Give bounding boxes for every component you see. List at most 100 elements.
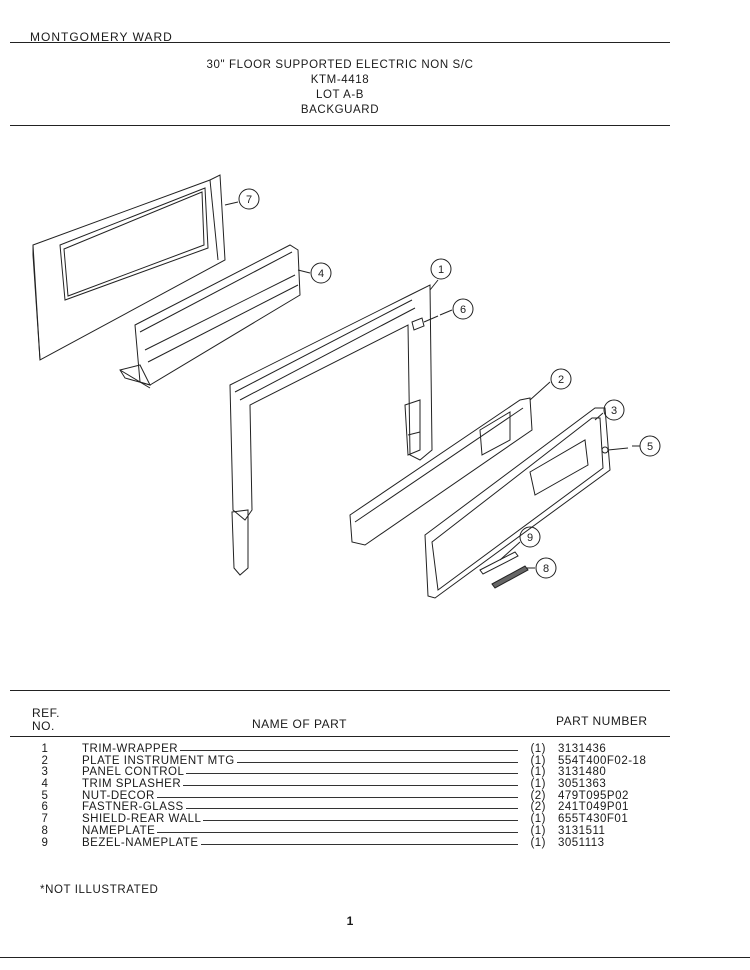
- callout-7: 7: [238, 188, 260, 210]
- part-number: 3051113: [558, 836, 605, 849]
- callout-1: 1: [430, 258, 452, 280]
- callout-6: 6: [452, 298, 474, 320]
- parts-row: 2 PLATE INSTRUMENT MTG (1) 554T400F02-18: [30, 754, 670, 768]
- part-1-trim-wrapper: [229, 284, 433, 576]
- no-header: NO.: [32, 719, 55, 733]
- top-rule: [10, 42, 670, 43]
- svg-text:6: 6: [460, 304, 466, 316]
- svg-text:4: 4: [318, 268, 324, 280]
- parts-list: 1 TRIM-WRAPPER (1) 3131436 2 PLATE INSTR…: [30, 743, 670, 850]
- part-4-trim-splasher: [119, 244, 301, 389]
- bottom-rule: [0, 957, 750, 958]
- document-title-block: 30" FLOOR SUPPORTED ELECTRIC NON S/C KTM…: [0, 58, 680, 118]
- callout-9: 9: [519, 526, 541, 548]
- leader-line: [82, 843, 532, 845]
- name-of-part-header: NAME OF PART: [252, 717, 347, 731]
- part-3-panel-control: [424, 407, 611, 599]
- quantity: (1): [518, 837, 546, 850]
- page-number: 1: [346, 914, 354, 928]
- ref-number: 8: [41, 824, 49, 837]
- callout-8: 8: [535, 557, 557, 579]
- leader-line: [82, 831, 532, 833]
- part-name: PANEL CONTROL: [82, 766, 187, 780]
- table-top-rule: [10, 690, 670, 691]
- table-header-rule: [10, 736, 670, 737]
- part-number: 241T049P01: [558, 801, 629, 814]
- quantity: (1): [518, 755, 546, 768]
- part-9-bezel-nameplate: [479, 551, 519, 575]
- parts-row: 5 NUT-DECOR (2) 479T095P02: [30, 789, 670, 803]
- ref-number: 9: [41, 836, 49, 849]
- svg-text:7: 7: [246, 194, 252, 206]
- part-7-shield-rear-wall: [32, 174, 226, 361]
- part-number: 554T400F02-18: [558, 754, 647, 767]
- part-name: FASTNER-GLASS: [82, 801, 186, 815]
- part-name: TRIM-WRAPPER: [82, 743, 181, 756]
- leader-line: [82, 785, 532, 787]
- leader-line: [82, 820, 532, 822]
- quantity: (1): [518, 743, 546, 756]
- quantity: (1): [518, 813, 546, 826]
- exploded-parts-diagram: 7 4 1 6 2 3 5 9 8: [32, 174, 661, 599]
- part-name: PLATE INSTRUMENT MTG: [82, 754, 237, 768]
- part-name: BEZEL-NAMEPLATE: [82, 836, 201, 850]
- svg-text:3: 3: [611, 405, 617, 417]
- ref-number: 7: [41, 813, 49, 826]
- parts-row: 8 NAMEPLATE (1) 3131511: [30, 824, 670, 838]
- quantity: (2): [518, 790, 546, 803]
- leader-line: [82, 750, 532, 751]
- ref-header: REF.: [32, 706, 61, 720]
- part-number-header: PART NUMBER: [556, 714, 648, 728]
- footnote: *NOT ILLUSTRATED: [40, 884, 159, 896]
- leader-line: [82, 796, 532, 798]
- part-name: SHIELD-REAR WALL: [82, 813, 204, 826]
- parts-row: 4 TRIM SPLASHER (1) 3051363: [30, 778, 670, 791]
- svg-text:9: 9: [527, 532, 533, 544]
- svg-text:1: 1: [438, 264, 444, 276]
- parts-row: 3 PANEL CONTROL (1) 3131480: [30, 766, 670, 780]
- part-6-fastener-glass: [411, 315, 439, 331]
- title-line-1: 30" FLOOR SUPPORTED ELECTRIC NON S/C: [206, 59, 474, 71]
- callout-5: 5: [639, 435, 661, 457]
- quantity: (2): [518, 802, 546, 815]
- svg-text:5: 5: [647, 441, 653, 453]
- title-rule: [10, 125, 670, 126]
- part-2-plate-instrument-mtg: [349, 397, 533, 546]
- callout-3: 3: [603, 399, 625, 421]
- part-name: TRIM SPLASHER: [82, 778, 184, 791]
- title-line-3: LOT A-B: [315, 89, 365, 101]
- part-5-nut-decor: [601, 446, 629, 454]
- ref-number: 6: [41, 801, 49, 814]
- ref-number: 4: [41, 778, 49, 791]
- part-8-nameplate: [491, 565, 529, 589]
- part-number: 3051363: [558, 778, 607, 791]
- ref-number: 5: [41, 789, 49, 802]
- parts-row: 9 BEZEL-NAMEPLATE (1) 3051113: [30, 836, 670, 850]
- quantity: (1): [518, 767, 546, 780]
- quantity: (1): [518, 825, 546, 838]
- ref-number: 3: [41, 766, 49, 779]
- brand-name: MONTGOMERY WARD: [30, 30, 173, 44]
- part-name: NUT-DECOR: [82, 789, 157, 803]
- leader-line: [82, 761, 532, 763]
- leader-line: [82, 773, 532, 775]
- part-number: 3131436: [558, 743, 607, 755]
- ref-number: 2: [41, 754, 49, 767]
- callout-4: 4: [310, 262, 332, 284]
- svg-text:2: 2: [558, 374, 564, 386]
- part-number: 3131480: [558, 766, 607, 779]
- parts-row: 1 TRIM-WRAPPER (1) 3131436: [30, 743, 670, 756]
- svg-text:8: 8: [543, 563, 549, 575]
- parts-row: 7 SHIELD-REAR WALL (1) 655T430F01: [30, 813, 670, 826]
- callout-2: 2: [550, 368, 572, 390]
- part-number: 3131511: [558, 824, 606, 837]
- part-number: 655T430F01: [558, 813, 629, 826]
- leader-line: [82, 808, 532, 810]
- parts-row: 6 FASTNER-GLASS (2) 241T049P01: [30, 801, 670, 815]
- quantity: (1): [518, 778, 546, 791]
- part-name: NAMEPLATE: [82, 824, 158, 838]
- title-line-4: BACKGUARD: [300, 104, 380, 116]
- part-number: 479T095P02: [558, 789, 629, 802]
- ref-number: 1: [41, 743, 49, 755]
- title-line-2: KTM-4418: [310, 74, 370, 86]
